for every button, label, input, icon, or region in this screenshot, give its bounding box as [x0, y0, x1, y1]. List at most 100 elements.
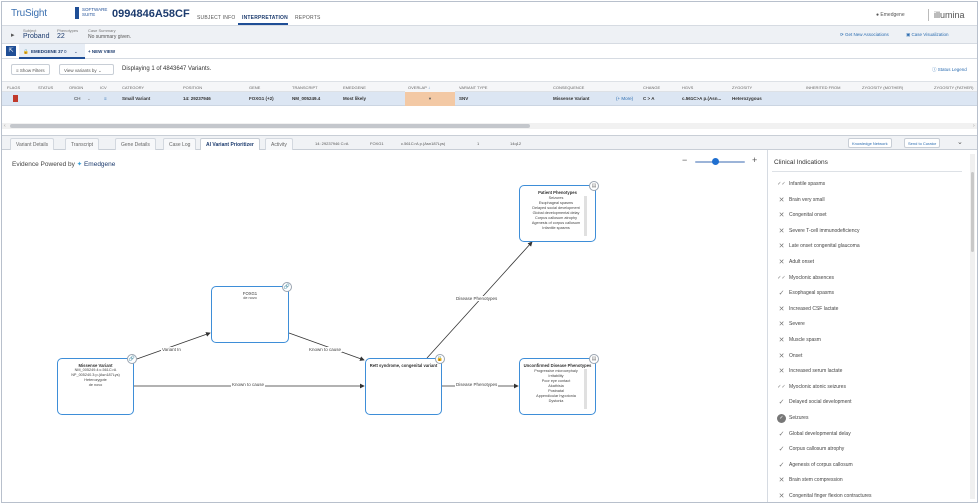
col-hgvs[interactable]: HGVS — [682, 85, 694, 90]
detail-gene: FOXG1 — [370, 141, 384, 146]
col-overlap[interactable]: OVERLAP ↓ — [408, 85, 430, 90]
col-position[interactable]: POSITION — [183, 85, 203, 90]
tab-case-log[interactable]: Case Log — [163, 138, 197, 151]
col-zygosity[interactable]: ZYGOSITY — [732, 85, 753, 90]
get-new-associations-button[interactable]: ⟳ Get New Associations — [840, 32, 889, 38]
expand-icon[interactable]: ⇱ — [6, 46, 16, 56]
view-variants-by-select[interactable]: View variants by ⌄ — [59, 64, 114, 75]
tab-ai-variant-prioritizer[interactable]: AI Variant Prioritizer — [200, 138, 260, 151]
zoom-slider-track[interactable] — [695, 161, 745, 163]
node-patient-phenotypes[interactable]: ▤ Patient Phenotypes Seizures Esophageal… — [519, 181, 599, 242]
flag-icon[interactable] — [13, 95, 18, 102]
col-gene[interactable]: GENE — [249, 85, 261, 90]
tab-transcript[interactable]: Transcript — [65, 138, 100, 151]
nav-tab-reports[interactable]: REPORTS — [295, 15, 321, 21]
double-check-icon: ✓✓ — [777, 274, 786, 281]
link-icon[interactable]: 🔗 — [282, 282, 292, 292]
node-patient-list[interactable]: Seizures Esophageal spasms Delayed socia… — [528, 196, 587, 236]
chevron-right-icon[interactable]: ▸ — [11, 32, 15, 39]
clinical-indications-title: Clinical Indications — [774, 159, 828, 166]
col-emedgene[interactable]: EMEDGENE — [343, 85, 366, 90]
table-row[interactable]: CH ⌄ ≡ Small Variant 14: 29237946 FOXG1 … — [2, 92, 977, 106]
clinical-indication-item[interactable]: ✓Corpus callosum atrophy — [777, 444, 965, 458]
clinical-indication-item[interactable]: ✕Muscle spasm — [777, 335, 965, 349]
edge-known-to-cause-1 — [288, 332, 365, 361]
vertical-scrollbar-track[interactable] — [970, 154, 975, 499]
scroll-left-icon[interactable]: ‹ — [4, 123, 6, 129]
col-inherited-from[interactable]: INHERITED FROM — [806, 85, 841, 90]
col-consequence[interactable]: CONSEQUENCE — [553, 85, 585, 90]
lock-icon[interactable]: 🔒 — [435, 354, 445, 364]
case-visualization-button[interactable]: ▣ Case Visualization — [906, 32, 948, 38]
node-gene-foxg1[interactable]: 🔗 FOXG1 de novo — [211, 282, 292, 343]
clinical-indication-label: Myoclonic absences — [789, 274, 835, 281]
clinical-indication-item[interactable]: ✕Increased CSF lactate — [777, 304, 965, 318]
clipboard-icon[interactable]: ▤ — [589, 181, 599, 191]
clipboard-icon[interactable]: ▤ — [589, 354, 599, 364]
patient-phenotype: Seizures — [548, 196, 564, 200]
clinical-indication-item[interactable]: ✓Delayed social development — [777, 397, 965, 411]
clinical-indication-item[interactable]: ✓Agenesis of corpus callosum — [777, 460, 965, 474]
clinical-indication-item[interactable]: ✕Congenital finger flexion contractures — [777, 491, 965, 502]
col-icv[interactable]: ICV — [100, 85, 107, 90]
zoom-in-button[interactable]: + — [752, 155, 758, 165]
clinical-indication-item[interactable]: ✓✓Myoclonic absences — [777, 273, 965, 287]
knowledge-network-button[interactable]: Knowledge Network — [848, 138, 892, 148]
col-zygosity-mother[interactable]: ZYGOSITY (MOTHER) — [862, 85, 904, 90]
col-status[interactable]: STATUS — [38, 85, 54, 90]
node-unconfirmed-phenotypes[interactable]: ▤ Unconfirmed Disease Phenotypes Progres… — [519, 354, 599, 415]
status-legend-link[interactable]: ⓘ Status Legend — [932, 67, 967, 73]
clinical-indication-item[interactable]: ✕Congenital onset — [777, 210, 965, 224]
clinical-indication-item[interactable]: ✕Severe — [777, 319, 965, 333]
node-disease[interactable]: 🔒 Rett syndrome, congenital variant — [365, 354, 445, 415]
clinical-indication-item[interactable]: ✕Late onset congenital glaucoma — [777, 241, 965, 255]
new-view-button[interactable]: + NEW VIEW — [88, 49, 116, 54]
clinical-indication-item[interactable]: ✕Severe T-cell immunodeficiency — [777, 226, 965, 240]
horizontal-scrollbar-thumb[interactable] — [10, 124, 530, 128]
nav-tab-subject-info[interactable]: SUBJECT INFO — [197, 15, 236, 21]
vertical-scrollbar-thumb[interactable] — [971, 172, 974, 252]
clinical-indication-item[interactable]: ✓✓Myoclonic atonic seizures — [777, 382, 965, 396]
clinical-indication-item[interactable]: ✕Increased serum lactate — [777, 366, 965, 380]
more-consequences-link[interactable]: (+ More) — [616, 96, 634, 101]
tab-gene-details[interactable]: Gene Details — [115, 138, 156, 151]
col-variant-type[interactable]: VARIANT TYPE — [459, 85, 488, 90]
col-flags[interactable]: FLAGS — [7, 85, 21, 90]
col-origin[interactable]: ORIGIN — [69, 85, 84, 90]
collapse-chevron-icon[interactable]: ⌄ — [957, 139, 963, 146]
clinical-indication-item[interactable]: ✕Brain stem compression — [777, 475, 965, 489]
edge-label-known-to-cause-2: Known to cause — [231, 382, 266, 387]
col-change[interactable]: CHANGE — [643, 85, 661, 90]
col-transcript[interactable]: TRANSCRIPT — [292, 85, 318, 90]
col-zygosity-father[interactable]: ZYGOSITY (FATHER) — [934, 85, 974, 90]
chevron-down-icon[interactable]: ⌄ — [87, 96, 91, 101]
clinical-indication-item[interactable]: ✓Global developmental delay — [777, 429, 965, 443]
clinical-indication-item[interactable]: ✕Brain very small — [777, 195, 965, 209]
scroll-right-icon[interactable]: › — [973, 123, 975, 129]
chevron-down-icon[interactable]: ⌄ — [74, 49, 78, 54]
col-category[interactable]: CATEGORY — [122, 85, 145, 90]
nav-tab-interpretation[interactable]: INTERPRETATION — [242, 15, 288, 21]
tab-variant-details[interactable]: Variant Details — [10, 138, 55, 151]
clinical-indication-item[interactable]: ✕Onset — [777, 351, 965, 365]
clinical-indication-item[interactable]: ✓Seizures — [777, 413, 965, 427]
tab-activity[interactable]: Activity — [265, 138, 293, 151]
menu-icon[interactable]: ≡ — [104, 96, 107, 101]
link-icon[interactable]: 🔗 — [127, 354, 137, 364]
node-missense-variant[interactable]: 🔗 Missense Variant NM_005249.4:c.561C>A … — [57, 354, 137, 415]
show-filters-button[interactable]: ≡ Show Filters — [11, 64, 50, 75]
clinical-indication-item[interactable]: ✓✓Infantile spasms — [777, 179, 965, 193]
send-to-curator-button[interactable]: Send to Curator — [904, 138, 941, 148]
clinical-indication-label: Myoclonic atonic seizures — [789, 383, 846, 390]
zoom-out-button[interactable]: − — [682, 155, 688, 165]
view-tab-emedgene[interactable]: 🔒 EMEDGENE 37 0 ⌄ — [19, 44, 85, 59]
zoom-slider-handle[interactable] — [711, 158, 719, 165]
clinical-indication-item[interactable]: ✕Adult onset — [777, 257, 965, 271]
clinical-indication-item[interactable]: ✓Esophageal spasms — [777, 288, 965, 302]
node-patient-title: Patient Phenotypes — [538, 190, 577, 195]
user-menu[interactable]: ● Emedgene — [876, 12, 905, 18]
x-icon: ✕ — [778, 493, 785, 500]
phenotypes-count[interactable]: 22 — [57, 33, 65, 40]
display-count-text: Displaying 1 of 4843647 Variants. — [122, 66, 212, 72]
node-unconfirmed-list[interactable]: Progressive microcephaly Irritability Po… — [528, 369, 587, 409]
